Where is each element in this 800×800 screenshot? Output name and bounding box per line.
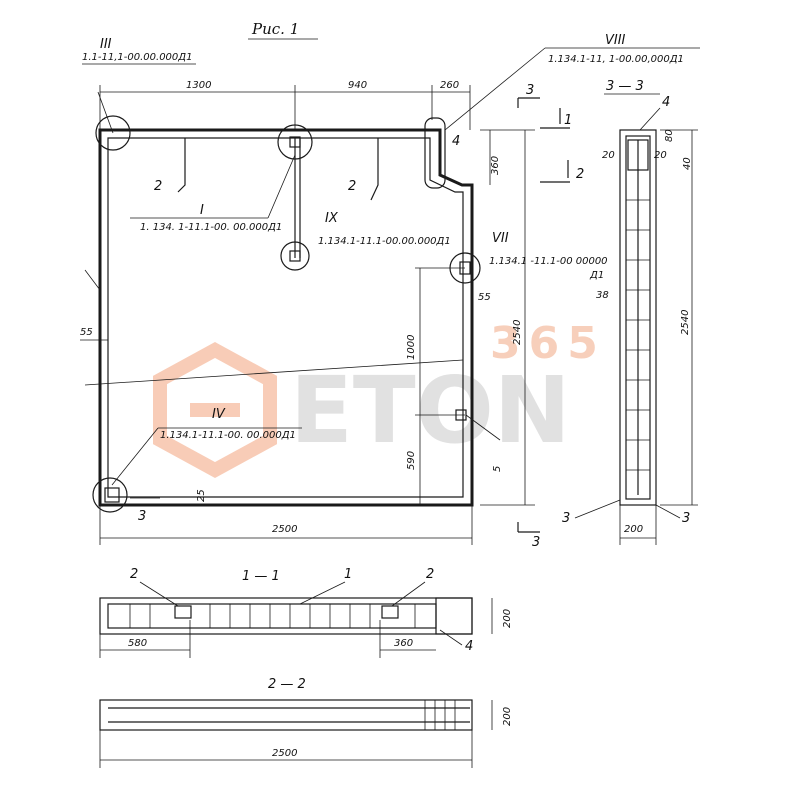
callout-circle-IX [280, 241, 310, 271]
watermark-number: 365 [490, 318, 606, 369]
section-3-3-pos-3: 3 [682, 511, 690, 526]
callout-IX-ref: 1.134.1-11.1-00.00.000Д1 [318, 236, 451, 247]
section-3-3-dim-80: 80 [664, 129, 675, 142]
plan-view: 1300 940 260 2540 360 1000 590 5 55 55 2… [80, 33, 700, 550]
dim-1000: 1000 [406, 335, 417, 360]
anchor-I [289, 136, 301, 148]
section-mark-3-bottom: 3 [532, 535, 540, 550]
callout-VII-label: VII [492, 231, 509, 246]
section-1-1-pos-1: 1 [344, 567, 352, 582]
callout-VII-ref: 1.134.1 -11.1-00 00000 [489, 256, 608, 267]
plan-pos-3-right: 3 [562, 511, 570, 526]
callout-IX-label: IX [325, 211, 339, 226]
watermark-text: ETON [290, 357, 571, 464]
panel-outline [98, 128, 474, 507]
dim-55-left: 55 [80, 327, 93, 338]
section-3-3-title: 3 — 3 [606, 79, 644, 94]
callout-VIII-label: VIII [605, 33, 626, 48]
section-1-1-title: 1 — 1 [242, 569, 280, 584]
section-3-3: 3 — 3 4 80 20 20 40 38 2540 200 3 3 [562, 79, 698, 545]
section-3-3-dim-20a: 20 [602, 150, 615, 161]
dim-2500: 2500 [272, 524, 297, 535]
callout-I-label: I [200, 203, 204, 218]
section-3-3-dim-20b: 20 [654, 150, 667, 161]
panel-inner-outline [107, 137, 464, 498]
section-3-3-dim-2540: 2540 [680, 310, 691, 335]
section-1-1-dim-580: 580 [128, 638, 147, 649]
callout-circle-IV [92, 477, 128, 513]
section-2-2: 2 — 2 200 2500 [99, 677, 513, 768]
dim-2540: 2540 [512, 320, 523, 345]
dim-260: 260 [440, 80, 459, 91]
pos-5: 5 [492, 466, 503, 472]
section-mark-3-top: 3 [526, 83, 534, 98]
section-3-3-dim-200: 200 [624, 524, 643, 535]
callout-IV-label: IV [212, 407, 226, 422]
watermark: ETON 365 [153, 318, 606, 478]
callout-VII-ref2: Д1 [589, 270, 604, 281]
dim-360: 360 [490, 156, 501, 175]
anchor-IX [289, 250, 301, 262]
section-2-2-title: 2 — 2 [268, 677, 306, 692]
section-3-3-pos-4: 4 [662, 95, 670, 110]
section-mark-1: 1 [564, 113, 572, 128]
section-1-1-pos-4: 4 [465, 639, 473, 654]
pos-4: 4 [452, 134, 460, 149]
section-mark-2: 2 [576, 167, 584, 182]
dim-1300: 1300 [186, 80, 211, 91]
pos-2-left: 2 [154, 179, 162, 194]
section-3-3-dim-38: 38 [596, 290, 609, 301]
section-2-2-body [99, 699, 473, 731]
dim-25: 25 [196, 489, 207, 502]
hook-right [370, 138, 379, 201]
dim-940: 940 [348, 80, 367, 91]
callout-III-label: III [100, 37, 112, 52]
section-2-2-dim-200: 200 [502, 707, 513, 726]
callout-I-ref: 1. 134. 1-11.1-00. 00.000Д1 [140, 222, 282, 233]
anchor-IV [104, 487, 120, 503]
hook-left [177, 138, 186, 193]
section-1-1-pos-2-left: 2 [130, 567, 138, 582]
callout-III-ref: 1.1-11,1-00.00.000Д1 [82, 52, 192, 63]
callout-VIII-ref: 1.134.1-11, 1-00.00,000Д1 [548, 54, 684, 65]
callout-circle-III [95, 115, 131, 151]
section-3-3-body [619, 129, 657, 506]
callout-IV-ref: 1.134.1-11.1-00. 00.000Д1 [160, 430, 296, 441]
dim-590: 590 [406, 451, 417, 470]
section-1-1-dim-360: 360 [394, 638, 413, 649]
section-1-1-dim-200: 200 [502, 609, 513, 628]
section-1-1: 1 — 1 2 1 2 200 580 360 4 [99, 567, 513, 658]
section-3-3-dim-40: 40 [682, 157, 693, 170]
section-2-2-dim-2500: 2500 [272, 748, 297, 759]
pos-2-right: 2 [348, 179, 356, 194]
dim-55-right: 55 [478, 292, 491, 303]
pos-3: 3 [138, 509, 146, 524]
figure-title: Рис. 1 [251, 20, 299, 38]
lifting-loop [424, 117, 446, 189]
section-1-1-pos-2-right: 2 [426, 567, 434, 582]
